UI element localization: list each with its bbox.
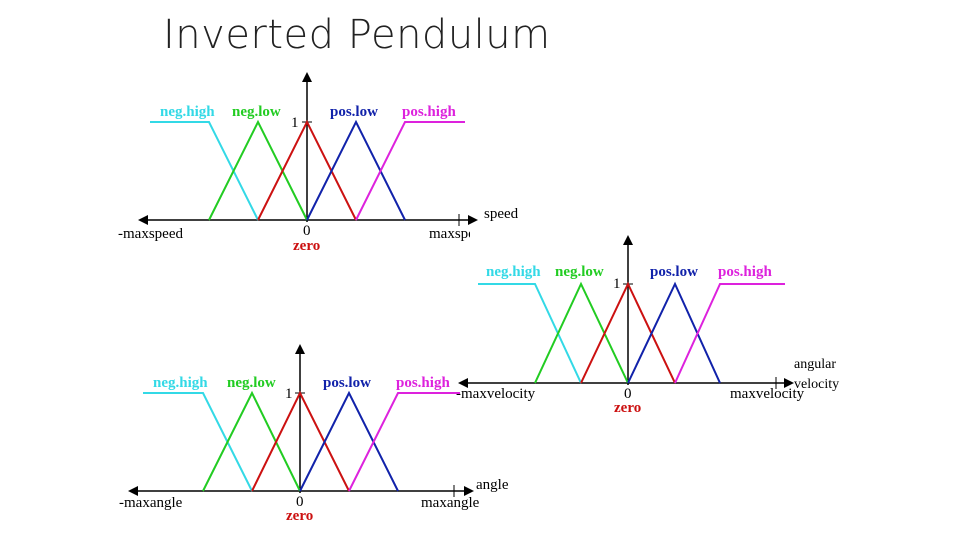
angular-velocity-min-label: -maxvelocity [456,386,536,402]
speed-neg-high-line [150,121,259,221]
angular-velocity-pos-high-label: pos.high [718,264,772,280]
angle-pos-low-label: pos.low [323,375,371,391]
angular-velocity-neg-high-label: neg.high [486,264,541,280]
angle-neg-low-label: neg.low [227,375,276,391]
angle-membership-diagram: neg.high neg.low pos.low pos.high 1 0 ze… [119,344,509,524]
angular-velocity-pos-low-label: pos.low [650,264,698,280]
speed-variable-label: speed [484,206,519,222]
speed-origin-label: 0 [303,223,311,239]
angular-velocity-x-axis-left-arrow [458,378,468,388]
angular-velocity-pos-low-line [627,281,721,384]
angle-zero-line [251,390,350,492]
angle-neg-low-line [202,390,301,492]
angular-velocity-variable-label-line2: velocity [794,377,839,392]
speed-pos-high-line [355,121,465,221]
angle-pos-low-line [299,390,399,492]
angle-neg-high-label: neg.high [153,375,208,391]
angular-velocity-max-label: maxvelocity [730,386,805,402]
angle-min-label: -maxangle [119,495,183,511]
angle-max-label: maxangle [421,495,480,511]
angle-pos-high-label: pos.high [396,375,450,391]
angular-velocity-zero-line [580,281,676,384]
speed-zero-line [257,119,357,221]
speed-x-axis-right-arrow [468,215,478,225]
speed-neg-low-label: neg.low [232,104,281,120]
angle-origin-label: 0 [296,494,304,510]
speed-neg-low-line [208,119,308,221]
angular-velocity-pos-high-line [674,283,785,384]
angle-pos-high-line [348,392,460,492]
speed-pos-low-label: pos.low [330,104,378,120]
angular-velocity-y-axis-arrow [623,235,633,245]
speed-y-axis-arrow [302,72,312,82]
angle-variable-label: angle [476,477,509,493]
angle-neg-high-line [143,392,253,492]
angle-x-axis-left-arrow [128,486,138,496]
speed-x-axis-left-arrow [138,215,148,225]
angular-velocity-zero-label: zero [614,400,641,416]
angular-velocity-one-label: 1 [613,276,621,292]
angle-one-label: 1 [285,386,293,402]
speed-neg-high-label: neg.high [160,104,215,120]
speed-pos-low-line [306,119,406,221]
angular-velocity-origin-label: 0 [624,386,632,402]
angular-velocity-neg-high-line [478,283,582,384]
angle-zero-label: zero [286,508,313,524]
angle-x-axis-right-arrow [464,486,474,496]
angle-y-axis-arrow [295,344,305,354]
angular-velocity-membership-diagram: neg.high neg.low pos.low pos.high 1 0 ze… [456,226,850,416]
angular-velocity-variable-label-line1: angular [794,357,836,372]
speed-pos-high-label: pos.high [402,104,456,120]
angular-velocity-x-axis-right-arrow [784,378,794,388]
speed-min-label: -maxspeed [118,226,183,242]
angular-velocity-neg-low-label: neg.low [555,264,604,280]
angular-velocity-neg-low-line [534,281,629,384]
speed-zero-label: zero [293,238,320,254]
speed-one-label: 1 [291,115,299,131]
speed-membership-diagram: neg.high neg.low pos.low pos.high 1 0 ze… [118,72,519,254]
page-title: Inverted Pendulum [163,12,551,58]
